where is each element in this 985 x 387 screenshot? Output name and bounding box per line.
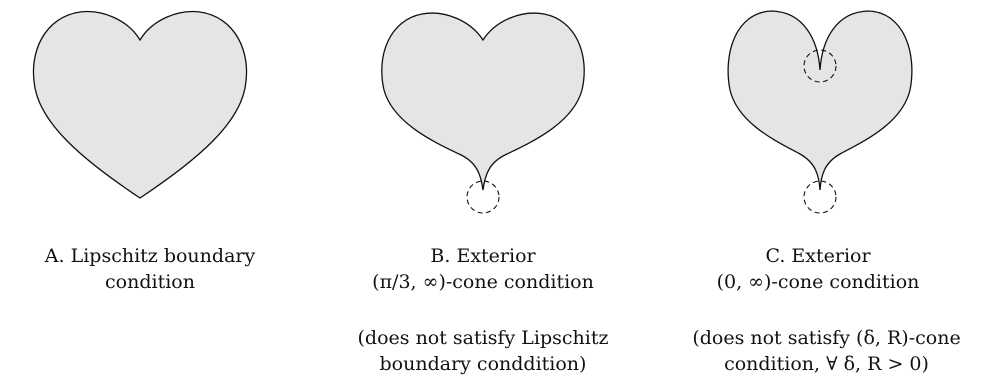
cusp-marker-circle-b bbox=[466, 180, 500, 214]
caption-panel-a: A. Lipschitz boundary condition bbox=[0, 243, 300, 295]
note-panel-c: (does not satisfy (δ, R)-cone condition,… bbox=[668, 325, 985, 377]
heart-shape-a bbox=[32, 10, 248, 199]
note-c-line-2: condition, ∀ δ, R > 0) bbox=[724, 353, 929, 375]
note-b-line-2: boundary conddition) bbox=[379, 353, 587, 375]
heart-shape-c bbox=[727, 10, 913, 191]
caption-panel-c: C. Exterior (0, ∞)-cone condition bbox=[668, 243, 968, 295]
note-c-line-1: (does not satisfy (δ, R)-cone bbox=[692, 327, 961, 349]
caption-a-line-1: A. Lipschitz boundary bbox=[44, 245, 256, 267]
caption-c-line-2: (0, ∞)-cone condition bbox=[716, 271, 920, 293]
caption-a-line-2: condition bbox=[105, 271, 195, 293]
cusp-marker-circle-c-bottom bbox=[803, 180, 837, 214]
cusp-marker-circle-c-top bbox=[803, 49, 837, 83]
caption-c-line-1: C. Exterior bbox=[765, 245, 871, 267]
panel-c-heart bbox=[727, 10, 913, 214]
caption-b-line-2: (π/3, ∞)-cone condition bbox=[372, 271, 594, 293]
note-b-line-1: (does not satisfy Lipschitz bbox=[357, 327, 609, 349]
heart-shape-b bbox=[381, 12, 585, 191]
panel-a-heart bbox=[32, 10, 248, 199]
caption-b-line-1: B. Exterior bbox=[430, 245, 536, 267]
note-panel-b: (does not satisfy Lipschitz boundary con… bbox=[333, 325, 633, 377]
panel-b-heart bbox=[381, 12, 585, 214]
caption-panel-b: B. Exterior (π/3, ∞)-cone condition bbox=[333, 243, 633, 295]
